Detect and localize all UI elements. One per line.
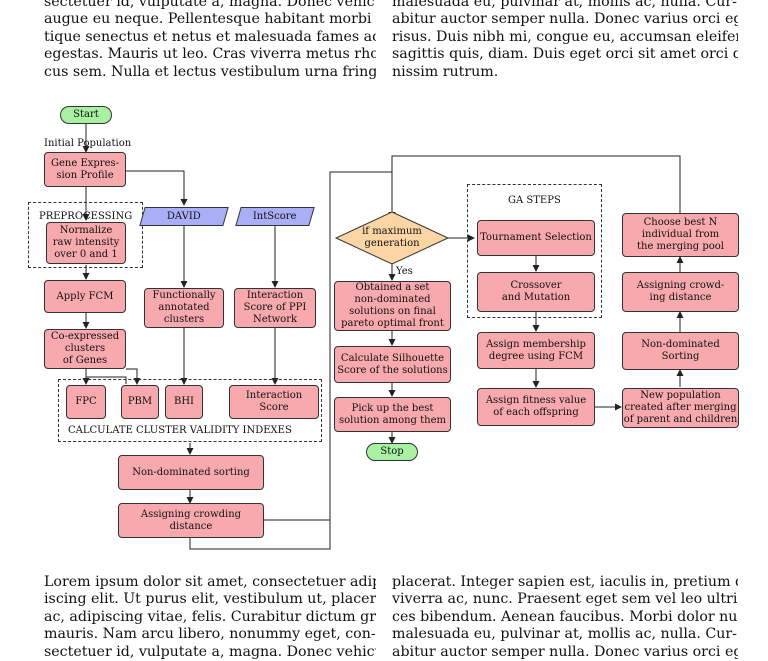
text-line: abitur auctor semper nulla. Donec varius… (392, 11, 738, 28)
functionally-annotated-label: Functionally annotated clusters (152, 290, 216, 325)
fpc-box: FPC (66, 385, 106, 419)
text-line: cus sem. Nulla et lectus vestibulum urna… (44, 63, 376, 80)
interaction-ppi-label: Interaction Score of PPI Network (243, 290, 307, 325)
bhi-label: BHI (173, 396, 195, 407)
nondominated-sorting-box: Non-dominated sorting (118, 455, 264, 490)
text-line: nissim rutrum. (392, 63, 499, 80)
crossover-mutation-box: Crossover and Mutation (477, 272, 595, 312)
nondominated-sort-box: Non-dominated Sorting (622, 332, 739, 370)
intscore-label: IntScore (253, 210, 297, 222)
text-line: sagittis quis, diam. Duis eget orci sit … (392, 46, 738, 63)
text-line: risus. Duis nibh mi, congue eu, accumsan… (392, 28, 738, 45)
assign-crowding-label: Assigning crowd- ing distance (636, 280, 725, 303)
ga-steps-label: GA STEPS (508, 195, 561, 206)
crossover-mutation-label: Crossover and Mutation (501, 280, 571, 303)
text-line: ac, adipiscing vitae, felis. Curabitur d… (44, 608, 376, 625)
text-line: malesuada eu, pulvinar at, mollis ac, nu… (392, 0, 737, 10)
assign-membership-box: Assign membership degree using FCM (477, 332, 595, 369)
choose-best-box: Choose best N individual from the mergin… (622, 213, 739, 257)
coexpressed-clusters-box: Co-expressed clusters of Genes (44, 329, 126, 369)
new-population-label: New population created after merging of … (623, 390, 738, 425)
yes-label: Yes (396, 266, 413, 277)
nondominated-sort-label: Non-dominated Sorting (641, 339, 720, 362)
text-line: malesuada eu, pulvinar at, mollis ac, nu… (392, 626, 737, 643)
text-line: iscing elit. Ut purus elit, vestibulum u… (44, 591, 376, 608)
silhouette-label: Calculate Silhouette Score of the soluti… (337, 352, 448, 376)
preprocessing-label: PREPROCESSING (39, 211, 133, 222)
ga-steps-group (467, 184, 602, 318)
david-data-box: DAVID (139, 207, 229, 226)
interaction-score-box: Interaction Score (229, 385, 319, 419)
tournament-selection-box: Tournament Selection (477, 220, 595, 256)
assign-fitness-box: Assign fitness value of each offspring (477, 388, 595, 426)
crowding-distance-label: Assigning crowding distance (140, 508, 242, 532)
text-column-top-left: sectetuer id, vulputate a, magna. Donec … (44, 0, 376, 81)
assign-crowding-box: Assigning crowd- ing distance (622, 272, 739, 312)
text-line: Lorem ipsum dolor sit amet, consectetuer… (44, 574, 376, 590)
if-max-generation-label: if maximum generation (362, 226, 422, 249)
preprocessing-group (28, 202, 143, 268)
choose-best-label: Choose best N individual from the mergin… (637, 217, 724, 252)
gene-expression-label: Gene Expres- sion Profile (51, 157, 119, 181)
gene-expression-box: Gene Expres- sion Profile (44, 152, 126, 187)
nondominated-sorting-label: Non-dominated sorting (132, 466, 250, 478)
stop-label: Stop (380, 446, 404, 457)
text-line: egestas. Mauris ut leo. Cras viverra met… (44, 46, 376, 63)
interaction-ppi-box: Interaction Score of PPI Network (234, 288, 316, 328)
text-line: tique senectus et netus et malesuada fam… (44, 28, 376, 45)
silhouette-box: Calculate Silhouette Score of the soluti… (334, 346, 451, 383)
bhi-box: BHI (165, 385, 203, 419)
start-label: Start (73, 109, 99, 120)
fpc-label: FPC (75, 396, 97, 407)
functionally-annotated-box: Functionally annotated clusters (144, 288, 224, 328)
apply-fcm-label: Apply FCM (56, 290, 114, 302)
text-line: placerat. Integer sapien est, iaculis in… (392, 574, 738, 590)
david-label: DAVID (167, 210, 201, 222)
obtained-set-label: Obtained a set non-dominated solutions o… (341, 282, 444, 329)
calculate-validity-label: CALCULATE CLUSTER VALIDITY INDEXES (68, 425, 292, 436)
pbm-box: PBM (121, 385, 159, 419)
intscore-data-box: IntScore (235, 207, 315, 226)
obtained-set-box: Obtained a set non-dominated solutions o… (334, 281, 451, 331)
coexpressed-clusters-label: Co-expressed clusters of Genes (50, 331, 120, 366)
text-line: augue eu neque. Pellentesque habitant mo… (44, 11, 376, 28)
assign-membership-label: Assign membership degree using FCM (486, 338, 586, 362)
apply-fcm-box: Apply FCM (44, 280, 126, 313)
validity-indexes-group (58, 379, 322, 442)
new-population-box: New population created after merging of … (622, 388, 739, 428)
text-line: ces bibendum. Aenean faucibus. Morbi dol… (392, 608, 738, 625)
tournament-selection-label: Tournament Selection (480, 232, 592, 243)
interaction-score-label: Interaction Score (245, 390, 303, 413)
pick-best-label: Pick up the best solution among them (339, 402, 446, 426)
start-terminal: Start (60, 106, 112, 124)
text-line: viverra ac, nunc. Praesent eget sem vel … (392, 591, 738, 608)
decision-label: if maximum generation (348, 224, 436, 252)
stop-terminal: Stop (366, 443, 418, 461)
text-line: mauris. Nam arcu libero, nonummy eget, c… (44, 626, 376, 643)
assign-fitness-label: Assign fitness value of each offspring (485, 395, 587, 418)
pick-best-box: Pick up the best solution among them (334, 397, 451, 432)
initial-population-label: Initial Population (44, 138, 132, 149)
text-column-top-right: malesuada eu, pulvinar at, mollis ac, nu… (392, 0, 738, 81)
normalize-label: Normalize raw intensity over 0 and 1 (52, 225, 120, 260)
text-line: sectetuer id, vulputate a, magna. Donec … (44, 0, 376, 10)
pbm-label: PBM (127, 396, 153, 407)
normalize-box: Normalize raw intensity over 0 and 1 (46, 222, 126, 264)
crowding-distance-box: Assigning crowding distance (118, 503, 264, 538)
